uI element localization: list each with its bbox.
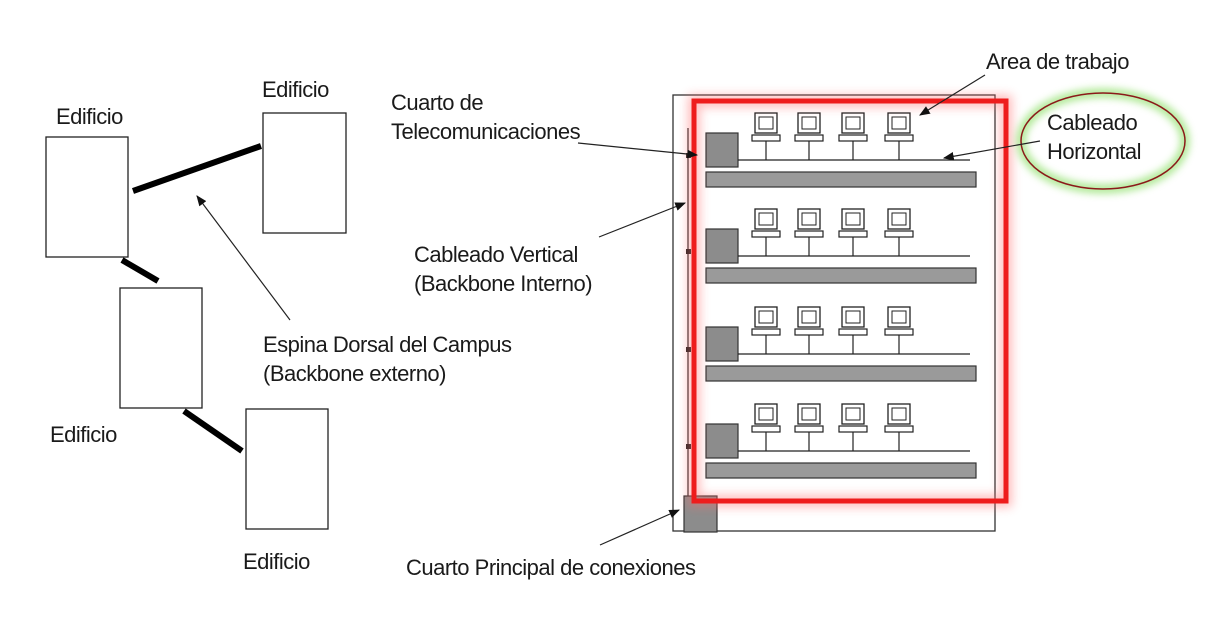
- floor-3: [686, 306, 977, 382]
- backbone-link-1: [132, 143, 262, 194]
- floors-group: [686, 112, 977, 479]
- screen-icon: [845, 212, 861, 226]
- keyboard-icon: [838, 425, 868, 433]
- keyboard-icon: [794, 425, 824, 433]
- annotations: Cuarto de Telecomunicaciones Cableado Ve…: [391, 49, 1190, 580]
- horizontal-cabling-label-1: Cableado: [1047, 110, 1137, 135]
- screen-icon: [891, 407, 907, 421]
- keyboard-icon: [884, 230, 914, 238]
- horizontal-cabling-arrow: [942, 140, 1041, 161]
- workstation-icon: [751, 306, 781, 354]
- campus-backbone-label-1: Espina Dorsal del Campus: [263, 332, 512, 357]
- building-label-top-left: Edificio: [56, 104, 123, 129]
- keyboard-icon: [884, 425, 914, 433]
- keyboard-icon: [794, 230, 824, 238]
- horizontal-highlight-frame: [691, 98, 1009, 504]
- screen-icon: [845, 310, 861, 324]
- workstation-icon: [838, 306, 868, 354]
- telecom-closet-box: [705, 228, 739, 264]
- horizontal-cabling-label-2: Horizontal: [1047, 139, 1141, 164]
- workstation-icon: [751, 112, 781, 160]
- vertical-cabling-label-1: Cableado Vertical: [414, 242, 578, 267]
- floor-slab: [705, 365, 977, 382]
- floor-4: [686, 403, 977, 479]
- keyboard-icon: [751, 134, 781, 142]
- keyboard-icon: [794, 328, 824, 336]
- screen-icon: [758, 116, 774, 130]
- campus-backbone-arrow: [196, 195, 291, 321]
- telecom-closet-box: [705, 423, 739, 459]
- workstation-icon: [794, 403, 824, 451]
- keyboard-icon: [884, 328, 914, 336]
- workstation-icon: [794, 208, 824, 256]
- screen-icon: [801, 407, 817, 421]
- building-top-left: [45, 136, 129, 258]
- highlight-glow: [688, 95, 1012, 507]
- floor-1: [686, 112, 977, 188]
- telecom-room-arrow: [577, 142, 699, 159]
- keyboard-icon: [884, 134, 914, 142]
- keyboard-icon: [838, 134, 868, 142]
- floor-slab: [705, 267, 977, 284]
- screen-icon: [801, 310, 817, 324]
- telecom-room-label-1: Cuarto de: [391, 90, 483, 115]
- main-cross-connect-label: Cuarto Principal de conexiones: [406, 555, 696, 580]
- workstation-icon: [751, 208, 781, 256]
- screen-icon: [891, 116, 907, 130]
- floor-slab: [705, 171, 977, 188]
- building-label-middle: Edificio: [50, 422, 117, 447]
- vertical-cabling-label-2: (Backbone Interno): [414, 271, 592, 296]
- building-section: [672, 94, 1012, 533]
- screen-icon: [891, 310, 907, 324]
- building-label-top-right: Edificio: [262, 77, 329, 102]
- telecom-closet-box: [705, 326, 739, 362]
- horizontal-cabling-ellipse: [1020, 92, 1186, 190]
- screen-icon: [845, 407, 861, 421]
- workstation-icon: [838, 208, 868, 256]
- screen-icon: [758, 212, 774, 226]
- workstation-icon: [794, 306, 824, 354]
- keyboard-icon: [751, 425, 781, 433]
- screen-icon: [801, 212, 817, 226]
- workstation-icon: [838, 403, 868, 451]
- telecom-room-label-2: Telecomunicaciones: [391, 119, 581, 144]
- screen-icon: [758, 407, 774, 421]
- building-bottom: [245, 408, 329, 530]
- backbone-link-2: [120, 257, 160, 284]
- floor-slab: [705, 462, 977, 479]
- work-area-label: Area de trabajo: [986, 49, 1129, 74]
- keyboard-icon: [838, 230, 868, 238]
- vertical-cabling-arrow: [598, 202, 687, 238]
- floor-2: [686, 208, 977, 284]
- telecom-closet-box: [705, 132, 739, 168]
- workstation-icon: [884, 208, 914, 256]
- keyboard-icon: [751, 230, 781, 238]
- work-area-arrow: [919, 74, 986, 116]
- screen-icon: [845, 116, 861, 130]
- screen-icon: [801, 116, 817, 130]
- workstation-icon: [838, 112, 868, 160]
- main-cross-connect-arrow: [599, 509, 680, 546]
- keyboard-icon: [751, 328, 781, 336]
- workstation-icon: [884, 112, 914, 160]
- backbone-link-3: [182, 408, 244, 454]
- building-label-bottom: Edificio: [243, 549, 310, 574]
- building-middle: [119, 287, 203, 409]
- workstation-icon: [884, 306, 914, 354]
- workstation-icon: [751, 403, 781, 451]
- campus-section: Edificio Edificio Edificio Edificio Espi…: [45, 77, 512, 574]
- building-top-right: [262, 112, 347, 234]
- workstation-icon: [794, 112, 824, 160]
- screen-icon: [891, 212, 907, 226]
- keyboard-icon: [838, 328, 868, 336]
- screen-icon: [758, 310, 774, 324]
- campus-backbone-label-2: (Backbone externo): [263, 361, 446, 386]
- workstation-icon: [884, 403, 914, 451]
- keyboard-icon: [794, 134, 824, 142]
